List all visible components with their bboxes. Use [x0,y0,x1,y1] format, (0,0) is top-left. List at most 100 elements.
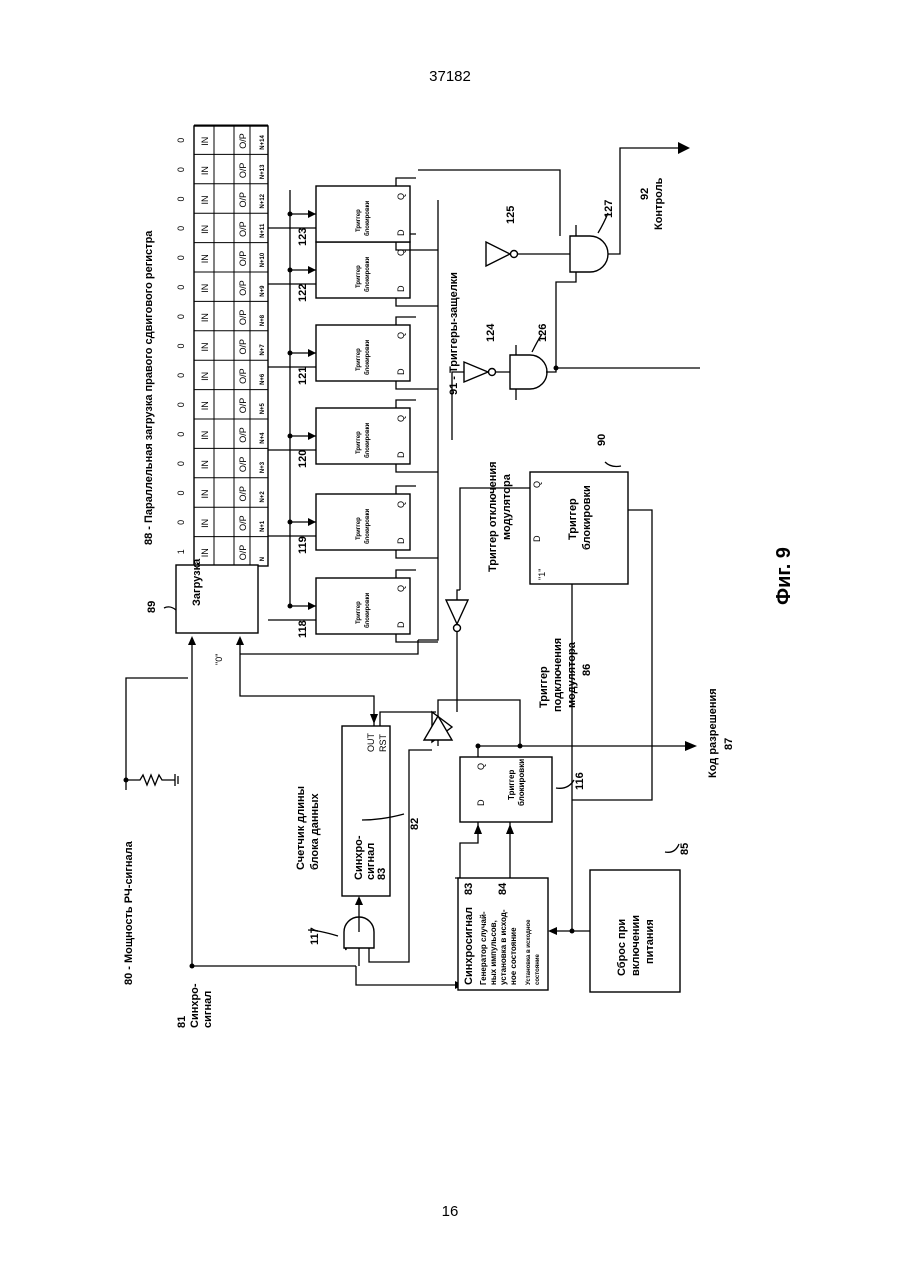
register-init-value: 0 [176,285,186,290]
register-out-label: O/P [238,251,248,267]
register-cell-label: N+6 [260,373,266,385]
latch-title-line2: блокировки [364,256,371,292]
register-init-value: 0 [176,226,186,231]
register-in-label: IN [200,401,210,410]
sync-input-label-line1: Синхро- [189,983,201,1028]
generator-line1: Генератор случай- [479,911,488,985]
latch-title-line2: блокировки [364,339,371,375]
register-init-value: 0 [176,490,186,495]
counter-sync-line1: Синхро- [353,835,365,880]
latch-group: DQТриггерблокировки118DQТриггерблокировк… [240,178,438,654]
latch-d-pin: D [396,537,406,544]
register-in-label: IN [200,254,210,263]
register-in-label: IN [200,460,210,469]
shift-register: 1INO/PN0INO/PN+10INO/PN+20INO/PN+30INO/P… [176,125,268,566]
mod-off-label-line1: Триггер отключения [487,461,499,572]
modulator-on-label: Триггер подключения модулятора 86 [538,638,593,712]
mod-on-label-line2: подключения [552,638,564,712]
register-init-value: 0 [176,255,186,260]
register-out-label: O/P [238,310,248,326]
register-cell-label: N+4 [260,432,266,444]
register-init-value: 0 [176,520,186,525]
code-output-number: 87 [723,738,735,750]
register-in-label: IN [200,166,210,175]
reset-line1: Сброс при [616,919,628,976]
latch-q-pin: Q [396,332,406,339]
sync-input-label-line2: сигнал [202,991,214,1028]
register-cell-label: N+2 [260,491,266,503]
register-init-value: 1 [176,549,186,554]
trigger-90-d: D [532,535,542,542]
latch-number: 119 [297,536,309,554]
register-cell-label: N+3 [260,461,266,473]
register-cell-label: N+9 [260,285,266,297]
generator-num2: 84 [497,882,509,895]
register-in-label: IN [200,196,210,205]
one-input-label: "1" [537,569,547,580]
sync-input-number: 81 [176,1016,188,1028]
reset-line3: питания [644,919,656,964]
gate-116-label: 116 [574,772,586,790]
generator-line4: ное состояние [509,927,518,985]
latch-116-q: Q [476,763,486,770]
register-in-label: IN [200,313,210,322]
counter-block: Синхро- сигнал 83 OUT RST Счетчик длины … [240,645,436,896]
figure-title: 88 - Параллельная загрузка правого сдвиг… [143,230,155,545]
register-cell-label: N [260,557,266,561]
register-in-label: IN [200,343,210,352]
register-out-label: O/P [238,192,248,208]
rf-power-label: 80 - Мощность РЧ-сигнала [123,840,135,985]
register-cell-label: N+10 [260,252,266,267]
rf-power-section: 80 - Мощность РЧ-сигнала [123,678,188,985]
register-cell-label: N+5 [260,402,266,414]
generator-line2: ных импульсов, [489,920,498,985]
load-block-number: 89 [146,601,158,613]
register-init-value: 0 [176,167,186,172]
zero-input-label: "0" [214,654,224,665]
generator-title: Синхросигнал [463,907,475,985]
latch-number: 118 [297,620,309,638]
latch-121: DQТриггерблокировки121 [268,317,438,389]
register-init-value: 0 [176,138,186,143]
generator-line3: установка в исход- [499,909,508,985]
register-out-label: O/P [238,280,248,296]
latch-title-line1: Триггер [356,265,362,288]
gate-127-label: 127 [603,200,615,218]
mod-on-label-line1: Триггер [538,666,550,708]
trigger-90-title1: Триггер [567,498,579,540]
latch-q-pin: Q [396,415,406,422]
latch-title-line1: Триггер [356,431,362,454]
latch-number: 122 [297,284,309,302]
latch-title-line1: Триггер [356,601,362,624]
control-label: Контроль [653,177,665,230]
register-in-label: IN [200,372,210,381]
latch-116-d: D [476,799,486,806]
reset-number: 85 [679,843,691,855]
counter-title-line2: блока данных [309,792,321,870]
mod-on-label-line3: модулятора [566,641,578,708]
trigger-90-q: Q [532,481,542,488]
latch-number: 120 [297,450,309,468]
register-out-label: O/P [238,515,248,531]
latch-122: DQТриггерблокировки122 [268,234,438,306]
gate-124-label: 124 [485,323,497,342]
latch-number: 121 [297,367,309,385]
trigger-90-title2: блокировки [581,485,593,550]
latches-label: 91 - Триггеры-защелки [448,272,460,395]
register-out-label: O/P [238,427,248,443]
gates-124-126: 124 126 91 - Триггеры-защелки [448,272,700,440]
register-cell-label: N+11 [260,223,266,238]
latch-116-title1: Триггер [507,770,516,801]
register-cell-label: N+12 [260,193,266,208]
latch-title-line1: Триггер [356,209,362,232]
latch-q-pin: Q [396,501,406,508]
latch-title-line2: блокировки [364,422,371,458]
register-out-label: O/P [238,133,248,149]
counter-title-line1: Счетчик длины [295,786,307,870]
latch-d-pin: D [396,229,406,236]
generator-line6: состояние [535,953,541,985]
latch-title-line1: Триггер [356,517,362,540]
latch-d-pin: D [396,621,406,628]
mod-off-label-line2: модулятора [501,473,513,540]
